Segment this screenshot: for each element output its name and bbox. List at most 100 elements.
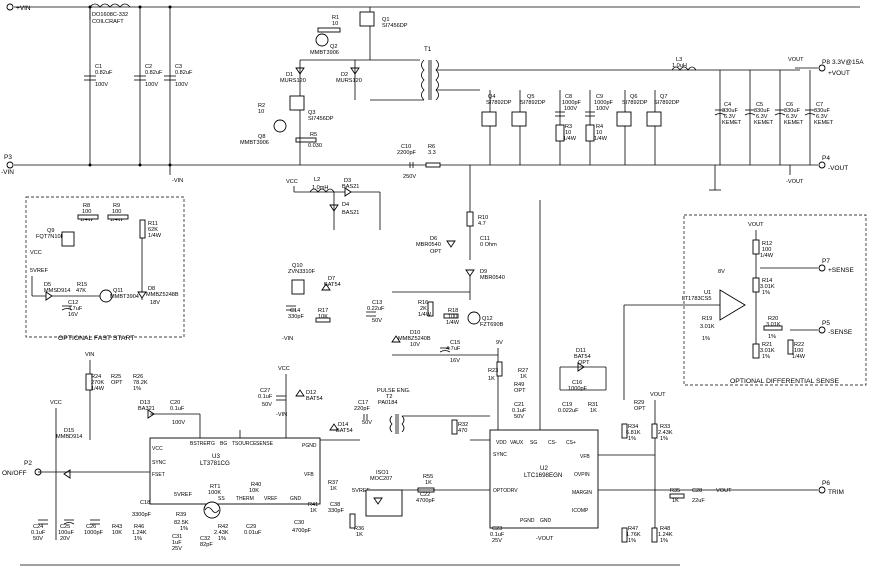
port-plus-vin[interactable]: +VIN xyxy=(6,3,31,12)
r31-value: 1K xyxy=(590,408,597,414)
r46-value: 1.24K xyxy=(132,530,147,536)
r29-value: OPT xyxy=(634,406,646,412)
c12-value: 4.7uF xyxy=(68,306,83,312)
r2-ref: R2 xyxy=(258,103,265,109)
r22-ref: R22 xyxy=(794,342,804,348)
c6-maker: KEMET xyxy=(784,120,804,126)
r26-tol: 1% xyxy=(133,386,141,392)
port-minus-vout[interactable]: P4 -VOUT xyxy=(800,155,848,172)
c3-ref: C3 xyxy=(175,64,182,70)
net-vout-top: VOUT xyxy=(788,57,804,63)
d11-opt: OPT xyxy=(578,360,590,366)
port-onoff[interactable]: P2 ON/OFF xyxy=(2,460,42,477)
l3-value: 1.0uH xyxy=(672,63,687,69)
c28-value: 22uF xyxy=(692,498,705,504)
port-plus-vout[interactable]: P8 3.3V@15A +VOUT xyxy=(795,59,864,77)
r24-power: 1/4W xyxy=(91,386,105,392)
rails xyxy=(14,6,860,566)
r19-tol: 1% xyxy=(702,336,710,342)
d13-part: BA321 xyxy=(138,406,155,412)
output-filter: L3 1.0uH VOUT C4 330uF 6.3V KEMET C5 330… xyxy=(671,57,834,191)
c22-ref: C22 xyxy=(420,492,430,498)
u2-pin-ovpin: OVPIN xyxy=(574,472,590,478)
u3-ref: U3 xyxy=(212,453,220,460)
r49-value: OPT xyxy=(514,388,526,394)
port-minus-vin[interactable]: P3 -VIN xyxy=(1,154,14,176)
c6-value: 330uF xyxy=(784,108,800,114)
c2-value: 0.82uF xyxy=(145,70,163,76)
c24-ref: C24 xyxy=(33,524,43,530)
c32-value: 82pF xyxy=(200,542,213,548)
port-minus-sense[interactable]: P5 -SENSE xyxy=(790,320,853,336)
u1-ref: U1 xyxy=(704,290,711,296)
q5-part: SI7892DP xyxy=(520,100,546,106)
port-p6-label: P6 xyxy=(822,480,830,487)
d14-ref: D14 xyxy=(338,422,348,428)
iso1-ref: ISO1 xyxy=(376,470,389,476)
port-p4-label: P4 xyxy=(822,155,830,162)
r23-value: 1K xyxy=(488,376,495,382)
r17-ref: R17 xyxy=(318,308,328,314)
d8-voltage: 18V xyxy=(150,300,160,306)
c30-value: 4700pF xyxy=(292,528,312,534)
r46-ref: R46 xyxy=(134,524,144,530)
u3-pin-therm: THERM xyxy=(236,496,254,502)
c7-value: 330uF xyxy=(814,108,830,114)
t2-part: PA0184 xyxy=(378,400,398,406)
r10-ref: R10 xyxy=(478,215,488,221)
r26-ref: R26 xyxy=(133,374,143,380)
c9-ref: C9 xyxy=(596,94,603,100)
c19-value: 0.022uF xyxy=(558,408,579,414)
u2-pin-gnd: GND xyxy=(540,518,552,524)
net-minus-vin-1: -VIN xyxy=(172,178,183,184)
r34-ref: R34 xyxy=(628,424,638,430)
c5-maker: KEMET xyxy=(754,120,774,126)
c13-value: 0.22uF xyxy=(367,306,385,312)
r5-value: 0.030 xyxy=(308,143,322,149)
net-minus-vout-1: -VOUT xyxy=(786,179,804,185)
diff-sense-title: OPTIONAL DIFFERENTIAL SENSE xyxy=(730,378,839,385)
d7-ref: D7 xyxy=(328,276,335,282)
primary-switch-block: R1 10 Q1 SI7456DP Q2 MMBT3906 D1 MURS120… xyxy=(240,7,420,165)
q7-part: SI7892DP xyxy=(654,100,680,106)
c31-voltage: 25V xyxy=(172,546,182,552)
r48-ref: R48 xyxy=(660,526,670,532)
q10-part: ZVN3310F xyxy=(288,269,316,275)
r55-ref: R55 xyxy=(423,474,433,480)
c11-value: 0 Ohm xyxy=(480,242,497,248)
u2-pin-optodrv: OPTODRV xyxy=(493,488,518,494)
c4-maker: KEMET xyxy=(722,120,742,126)
port-label-onoff: ON/OFF xyxy=(2,470,27,477)
c2-voltage: 100V xyxy=(145,82,158,88)
r6-value: 3.3 xyxy=(428,150,436,156)
r3-ref: R3 xyxy=(565,124,572,130)
port-trim[interactable]: P6 TRIM xyxy=(660,480,844,496)
pulse-transformer-t2: PULSE ENG. T2 PA0184 C17 220pF 50V R32 4… xyxy=(354,388,490,435)
r19-value: 3.01K xyxy=(700,324,715,330)
q12-part: FZT690B xyxy=(480,322,504,328)
u2-pin-sg: SG xyxy=(530,440,537,446)
u3-pin-tg: TG xyxy=(208,441,215,447)
q11-part: MMBT3904 xyxy=(110,294,139,300)
c15-voltage: 16V xyxy=(450,358,460,364)
d9-part: MBR0540 xyxy=(480,275,505,281)
r1-ref: R1 xyxy=(332,15,339,21)
r29-ref: R29 xyxy=(634,400,644,406)
d2-part: MURS120 xyxy=(336,78,362,84)
c4-ref: C4 xyxy=(724,102,731,108)
r18-power: 1/4W xyxy=(446,320,460,326)
r20-tol: 1% xyxy=(768,334,776,340)
u3-pin-fset: FSET xyxy=(152,472,165,478)
port-plus-sense[interactable]: P7 +SENSE xyxy=(760,258,854,274)
optional-differential-sense-block: OPTIONAL DIFFERENTIAL SENSE VOUT R12 100… xyxy=(623,214,867,400)
r46-tol: 1% xyxy=(134,536,142,542)
t2-ref: T2 xyxy=(386,394,393,400)
d11-part: BAT54 xyxy=(574,354,591,360)
r35-ref: R35 xyxy=(670,488,680,494)
u3-lt3781: U3 LT3781CG VCC BSTREF TG BG TSOURCE SEN… xyxy=(149,437,321,505)
r1-value: 10 xyxy=(332,21,338,27)
r47-value: 1.76K xyxy=(626,532,641,538)
u3-pin-gnd: GND xyxy=(290,496,302,502)
c18-ref: C18 xyxy=(140,500,150,506)
c23-ref: C23 xyxy=(492,526,502,532)
